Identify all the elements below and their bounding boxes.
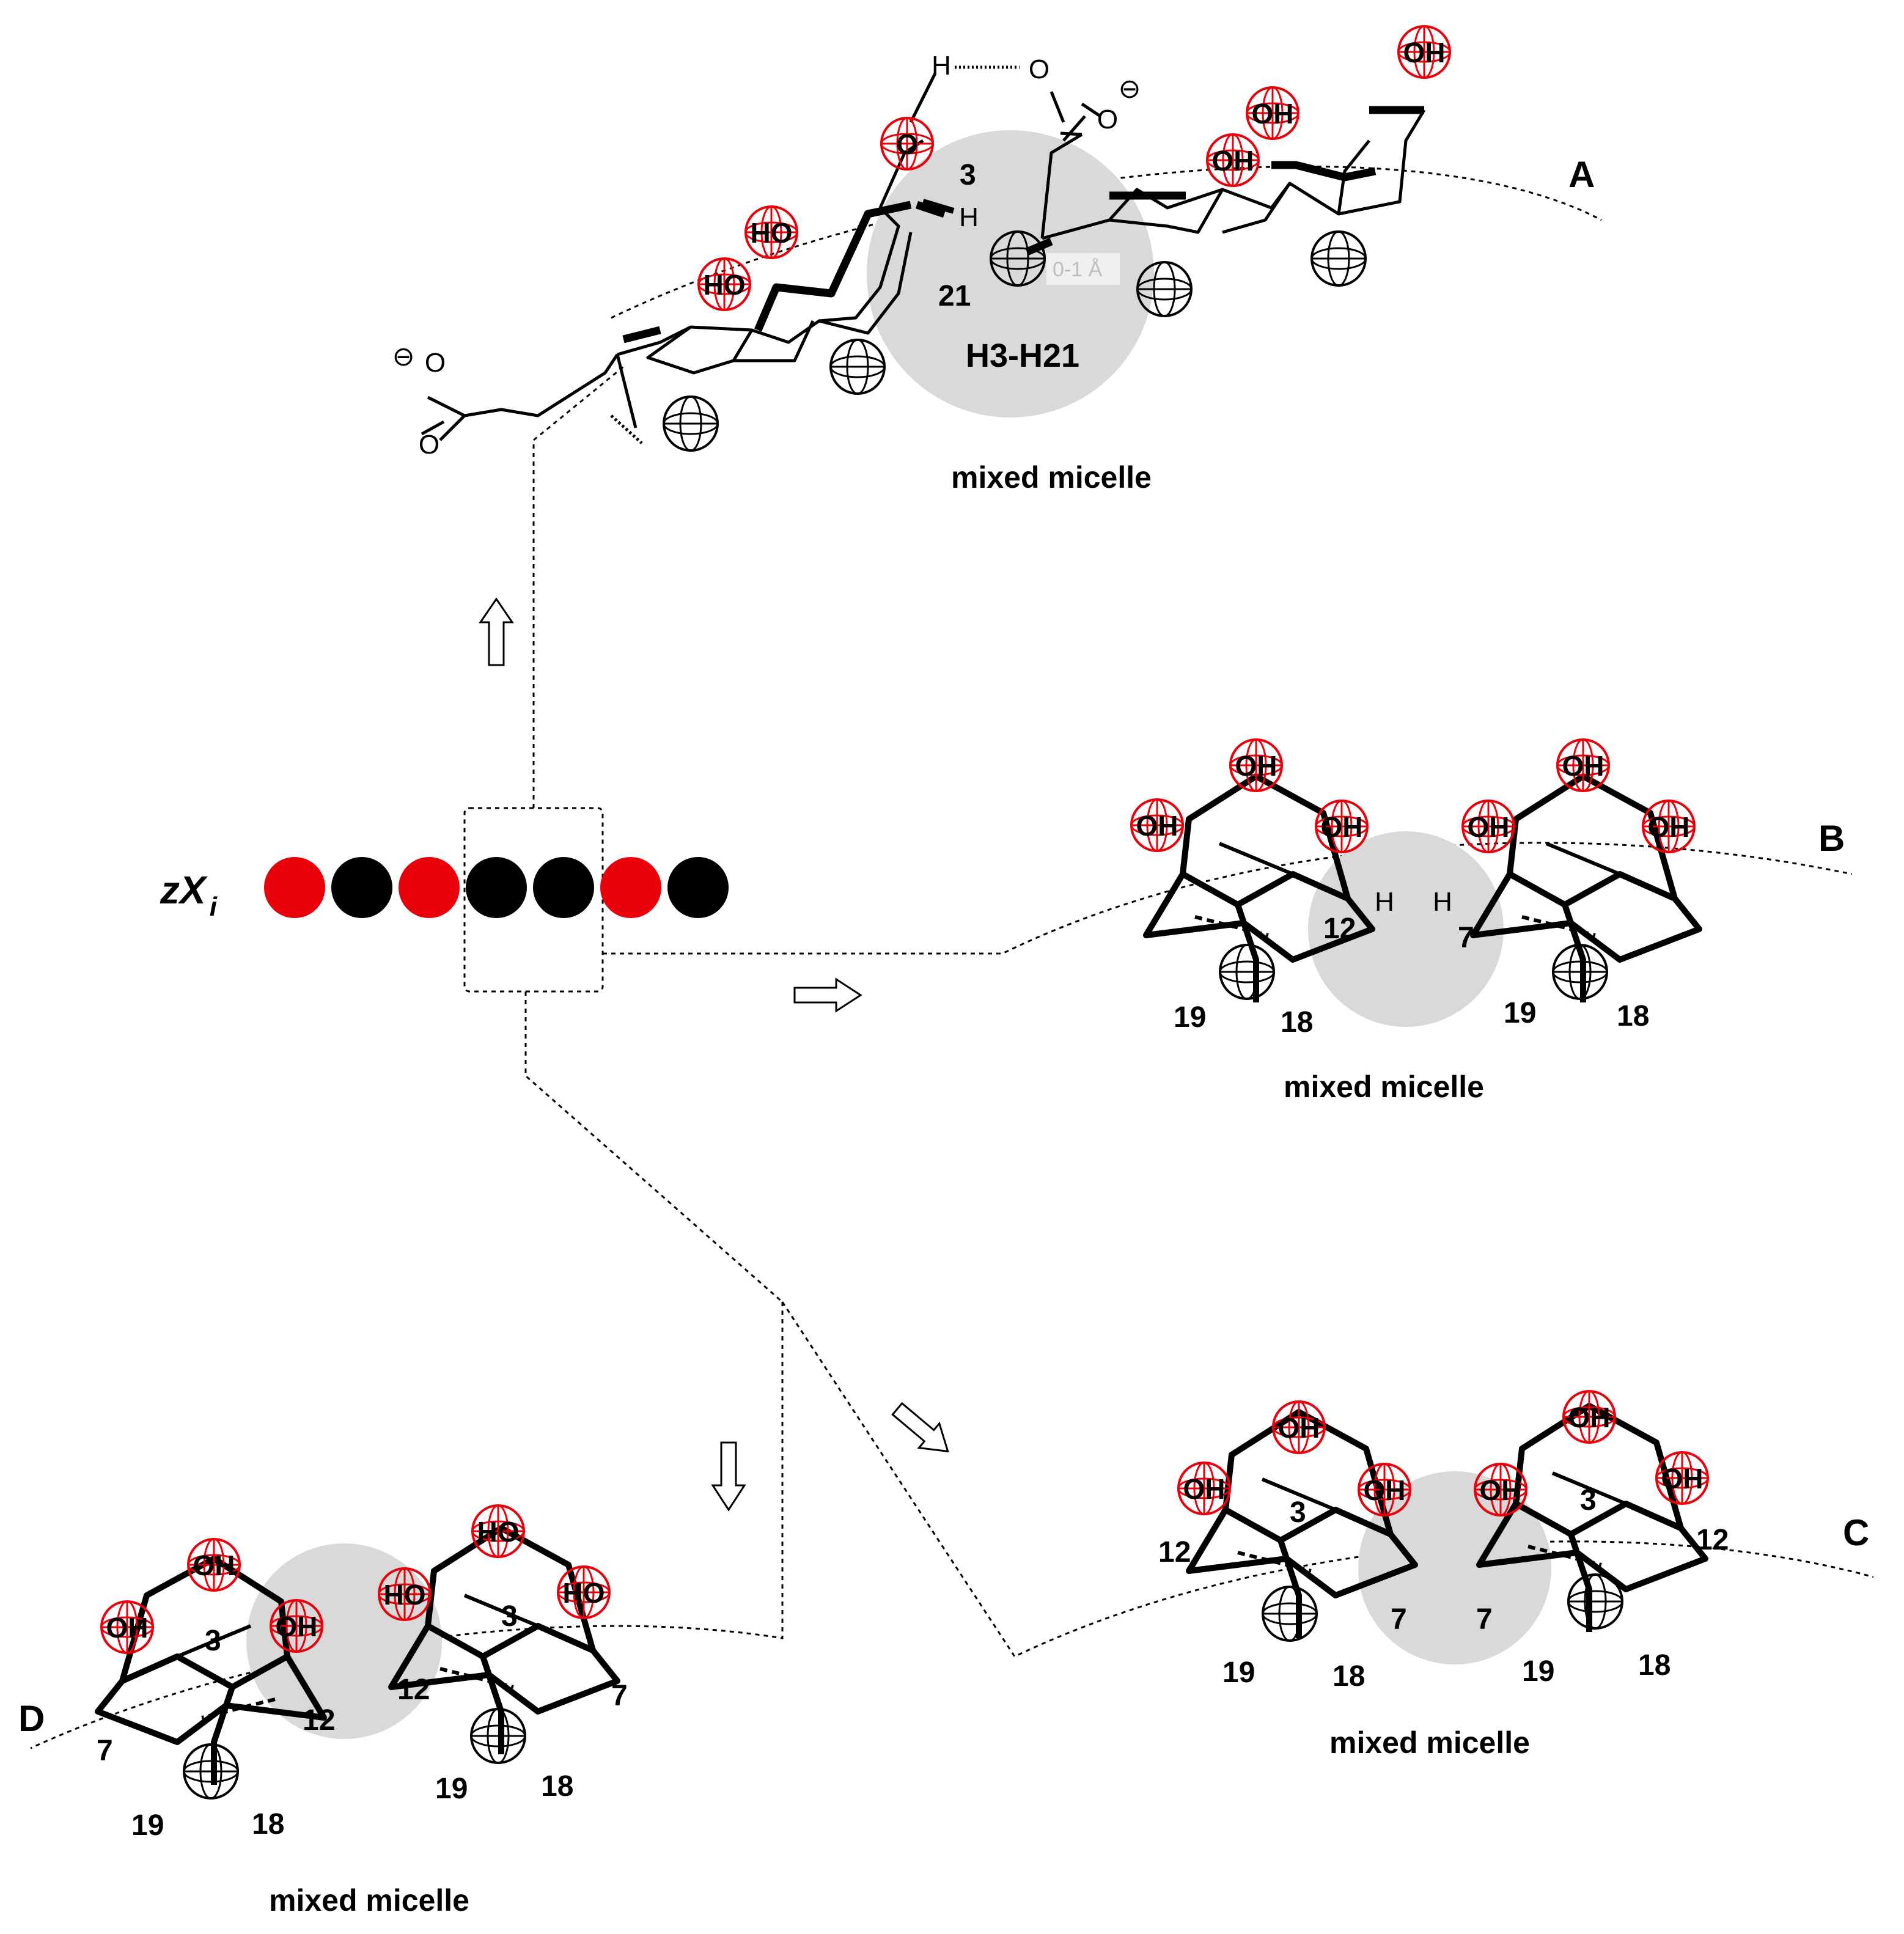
panel-a-atom-oh-2: OH (1252, 98, 1294, 130)
panel-a-minus-1: ⊖ (392, 342, 415, 372)
panel-c-number-3b: 3 (1580, 1484, 1597, 1517)
panel-a-atom-h3: H (959, 202, 979, 232)
svg-text:OH: OH (1183, 1473, 1226, 1505)
panel-d-number-19a: 19 (131, 1809, 164, 1842)
svg-text:OH: OH (1364, 1474, 1406, 1506)
svg-text:OH: OH (276, 1611, 318, 1642)
panel-c-number-3a: 3 (1290, 1496, 1306, 1529)
connector-to-c (781, 1301, 1874, 1658)
panel-b-contact-zone (1308, 831, 1504, 1027)
sequence-bead-black (533, 857, 594, 918)
panel-d-number-7a: 7 (97, 1735, 113, 1767)
connector-to-a (532, 366, 624, 808)
svg-text:OH: OH (1468, 811, 1510, 843)
panel-a-atom-ho-2: HO (704, 269, 746, 301)
panel-c-number-18b: 18 (1638, 1649, 1671, 1682)
panel-c-number-18a: 18 (1332, 1660, 1365, 1693)
arrow-diagonal-icon (891, 1402, 949, 1453)
arrow-right-icon (793, 977, 862, 1013)
panel-a-atom-oh-1: OH (1212, 145, 1254, 177)
panel-a-atom-o2: O (419, 430, 439, 460)
panel-d-contact-zone (246, 1543, 442, 1739)
arrow-up-icon (479, 597, 514, 666)
sequence-bead-red (399, 857, 460, 918)
sequence-bead-red (264, 857, 325, 918)
panel-c-letter: C (1843, 1512, 1869, 1553)
panel-a-atom-oh-3: OH (1403, 37, 1446, 68)
connector-to-d (30, 1302, 784, 1749)
sequence-subscript: i (210, 892, 218, 922)
panel-a-number-21: 21 (938, 280, 971, 312)
panel-a-atom-ho-1: HO (751, 217, 793, 249)
panel-c-number-19a: 19 (1222, 1656, 1255, 1689)
panel-d-number-19b: 19 (435, 1773, 468, 1805)
sequence-bead-black (667, 857, 729, 918)
panel-d-caption: mixed micelle (269, 1883, 469, 1917)
svg-text:OH: OH (1648, 811, 1690, 843)
panel-b-number-19a: 19 (1174, 1001, 1206, 1034)
svg-text:OH: OH (1480, 1474, 1522, 1506)
panel-a-atom-o4: O (1097, 105, 1118, 134)
panel-d-number-3b: 3 (501, 1600, 518, 1633)
svg-text:OH: OH (1278, 1412, 1320, 1444)
connector-lower (524, 991, 783, 1303)
panel-a-distance-label: 0-1 Å (1053, 258, 1103, 281)
panel-c-number-7a: 7 (1391, 1603, 1407, 1636)
panel-d-number-3a: 3 (205, 1625, 221, 1657)
panel-b-number-18b: 18 (1617, 1000, 1649, 1032)
panel-b-number-12: 12 (1323, 913, 1356, 945)
panel-a-minus-2: ⊖ (1119, 74, 1141, 104)
svg-text:OH: OH (1568, 1402, 1611, 1433)
svg-text:OH: OH (1562, 750, 1604, 782)
svg-text:HO: HO (477, 1516, 520, 1548)
sequence-bead-black (466, 857, 527, 918)
svg-text:HO: HO (384, 1579, 426, 1611)
panel-d: OH OH OH HO HO HO 3 7 12 12 3 7 19 18 19… (18, 1504, 628, 1917)
arrow-down-icon (711, 1441, 746, 1512)
connector-lines (30, 366, 1874, 1749)
panel-c-number-12b: 12 (1696, 1524, 1729, 1556)
panel-c-number-12a: 12 (1158, 1536, 1191, 1568)
panel-d-number-12b: 12 (397, 1674, 430, 1706)
panel-a-number-3: 3 (960, 159, 976, 191)
panel-b-caption: mixed micelle (1284, 1070, 1484, 1104)
svg-text:H: H (1433, 887, 1452, 917)
panel-a: O ⊖ O H O O ⊖ O (392, 25, 1595, 495)
svg-text:H: H (1375, 887, 1394, 917)
panel-d-number-12a: 12 (303, 1704, 335, 1737)
panel-a-contact-zone (867, 130, 1154, 417)
panel-b-number-18a: 18 (1281, 1006, 1313, 1039)
panel-c-caption: mixed micelle (1329, 1726, 1530, 1760)
panel-a-letter: A (1568, 154, 1595, 195)
panel-b-number-19b: 19 (1504, 997, 1536, 1029)
svg-text:HO: HO (563, 1577, 605, 1609)
svg-text:OH: OH (1661, 1463, 1704, 1495)
panel-c: OH OH OH OH OH OH 12 3 7 7 3 12 19 18 19… (1158, 1390, 1869, 1760)
panel-a-contact-label: H3-H21 (966, 337, 1079, 374)
panel-d-letter: D (18, 1698, 45, 1739)
svg-text:OH: OH (106, 1612, 149, 1644)
svg-text:OH: OH (1136, 810, 1178, 842)
panel-b-number-7: 7 (1458, 922, 1474, 954)
panel-a-atom-o-3: O (896, 128, 918, 160)
panel-c-number-7b: 7 (1476, 1603, 1493, 1636)
panel-d-number-7b: 7 (611, 1680, 628, 1712)
panel-a-atom-o3: O (1029, 54, 1049, 84)
svg-text:OH: OH (193, 1550, 235, 1581)
panel-c-number-19b: 19 (1522, 1655, 1554, 1688)
sequence-bead-black (331, 857, 392, 918)
panel-b: OH OH OH OH OH OH H H 12 7 19 18 19 18 m… (1130, 738, 1845, 1104)
panel-a-surface-curve (611, 165, 1602, 319)
sequence-bead-red (600, 857, 661, 918)
panel-d-number-18b: 18 (541, 1770, 573, 1803)
panel-a-caption: mixed micelle (951, 460, 1152, 495)
svg-text:OH: OH (1235, 750, 1277, 782)
panel-d-number-18a: 18 (252, 1808, 284, 1840)
panel-a-atom-o1: O (425, 348, 446, 378)
panel-b-letter: B (1818, 818, 1845, 859)
svg-text:OH: OH (1321, 811, 1363, 843)
